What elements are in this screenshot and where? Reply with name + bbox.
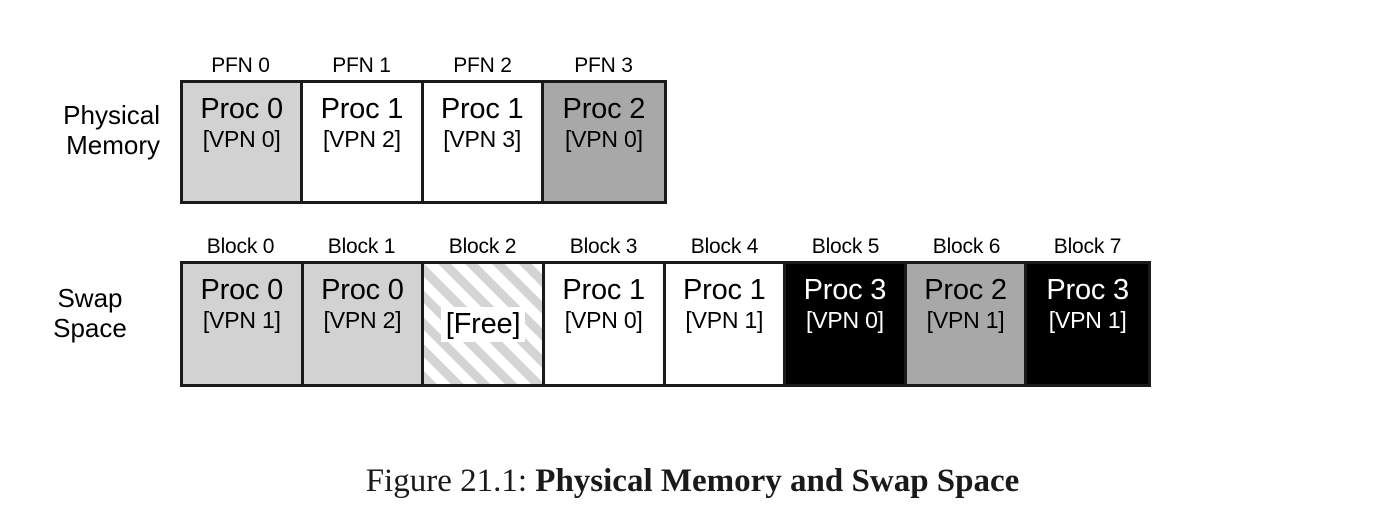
swap-space-column-header-1: Block 1 [327, 235, 396, 258]
swap-space-column-headers: Block 0 Block 1 Block 2 Block 3 Block 4 Block… [180, 234, 1148, 259]
physical-memory-cell-2: Proc 1[VPN 3] [423, 83, 544, 201]
physical-memory-column-headers: PFN 0 PFN 1 PFN 2 PFN 3 [180, 53, 664, 78]
physical-memory-cell-3-process: Proc 2 [562, 93, 646, 125]
swap-space-cell-4: Proc 1[VPN 1] [665, 264, 787, 384]
physical-memory-column-header-2: PFN 2 [453, 54, 512, 77]
swap-space-cell-4-vpn: [VPN 1] [685, 307, 764, 333]
physical-memory-cells: Proc 0[VPN 0]Proc 1[VPN 2]Proc 1[VPN 3]P… [180, 80, 667, 204]
swap-space-cell-3: Proc 1[VPN 0] [544, 264, 666, 384]
figure-caption-title: Physical Memory and Swap Space [535, 463, 1020, 499]
physical-memory-cell-1: Proc 1[VPN 2] [303, 83, 424, 201]
swap-space-cell-3-process: Proc 1 [562, 274, 645, 306]
swap-space-cell-1: Proc 0[VPN 2] [303, 264, 425, 384]
swap-space-cell-5-vpn: [VPN 0] [806, 307, 884, 333]
swap-space-column-header-5: Block 5 [811, 235, 880, 258]
swap-space-cell-1-process: Proc 0 [321, 274, 404, 306]
swap-space-column-header-6: Block 6 [932, 235, 1001, 258]
physical-memory-row-label: Physical Memory [63, 100, 160, 160]
physical-memory-cell-3-vpn: [VPN 0] [564, 126, 643, 152]
physical-memory-cell-0: Proc 0[VPN 0] [183, 83, 304, 201]
swap-space-cell-7-vpn: [VPN 1] [1048, 307, 1127, 333]
swap-space-cell-6-process: Proc 2 [924, 274, 1007, 306]
swap-space-cell-1-vpn: [VPN 2] [323, 307, 402, 333]
physical-memory-column-header-3: PFN 3 [574, 54, 633, 77]
swap-space-cell-6: Proc 2[VPN 1] [906, 264, 1028, 384]
swap-space-cell-5-process: Proc 3 [803, 274, 887, 306]
swap-space-column-header-4: Block 4 [690, 235, 759, 258]
swap-space-column-header-3: Block 3 [569, 235, 638, 258]
swap-space-column-header-2: Block 2 [448, 235, 517, 258]
swap-space-column-header-7: Block 7 [1053, 235, 1122, 258]
swap-space-cell-6-vpn: [VPN 1] [926, 307, 1005, 333]
swap-space-cell-0-vpn: [VPN 1] [202, 307, 281, 333]
swap-space-cell-0-process: Proc 0 [200, 274, 284, 306]
physical-memory-cell-0-vpn: [VPN 0] [202, 126, 281, 152]
swap-space-cell-0: Proc 0[VPN 1] [183, 264, 304, 384]
physical-memory-cell-1-vpn: [VPN 2] [322, 126, 401, 152]
swap-space-cell-2: [Free] [424, 264, 545, 384]
physical-memory-cell-1-process: Proc 1 [320, 93, 404, 125]
swap-space-cell-4-process: Proc 1 [683, 274, 766, 306]
physical-memory-column-header-1: PFN 1 [332, 54, 391, 77]
physical-memory-cell-2-process: Proc 1 [440, 93, 524, 125]
figure-caption-number: Figure 21.1: [365, 463, 528, 499]
swap-space-cells: Proc 0[VPN 1]Proc 0[VPN 2][Free]Proc 1[V… [180, 261, 1151, 387]
swap-space-cell-7-process: Proc 3 [1046, 274, 1129, 306]
swap-space-column-header-0: Block 0 [206, 235, 275, 258]
physical-memory-cell-2-vpn: [VPN 3] [443, 126, 522, 152]
swap-space-cell-7: Proc 3[VPN 1] [1027, 264, 1148, 384]
figure-caption: Figure 21.1: Physical Memory and Swap Sp… [0, 462, 1385, 500]
swap-space-cell-3-vpn: [VPN 0] [564, 307, 643, 333]
swap-space-cell-5: Proc 3[VPN 0] [786, 264, 907, 384]
physical-memory-column-header-0: PFN 0 [211, 54, 270, 77]
swap-space-cell-2-process: [Free] [440, 306, 526, 342]
physical-memory-cell-0-process: Proc 0 [200, 93, 283, 125]
swap-space-row-label: Swap Space [53, 283, 127, 343]
physical-memory-cell-3: Proc 2[VPN 0] [543, 83, 664, 201]
